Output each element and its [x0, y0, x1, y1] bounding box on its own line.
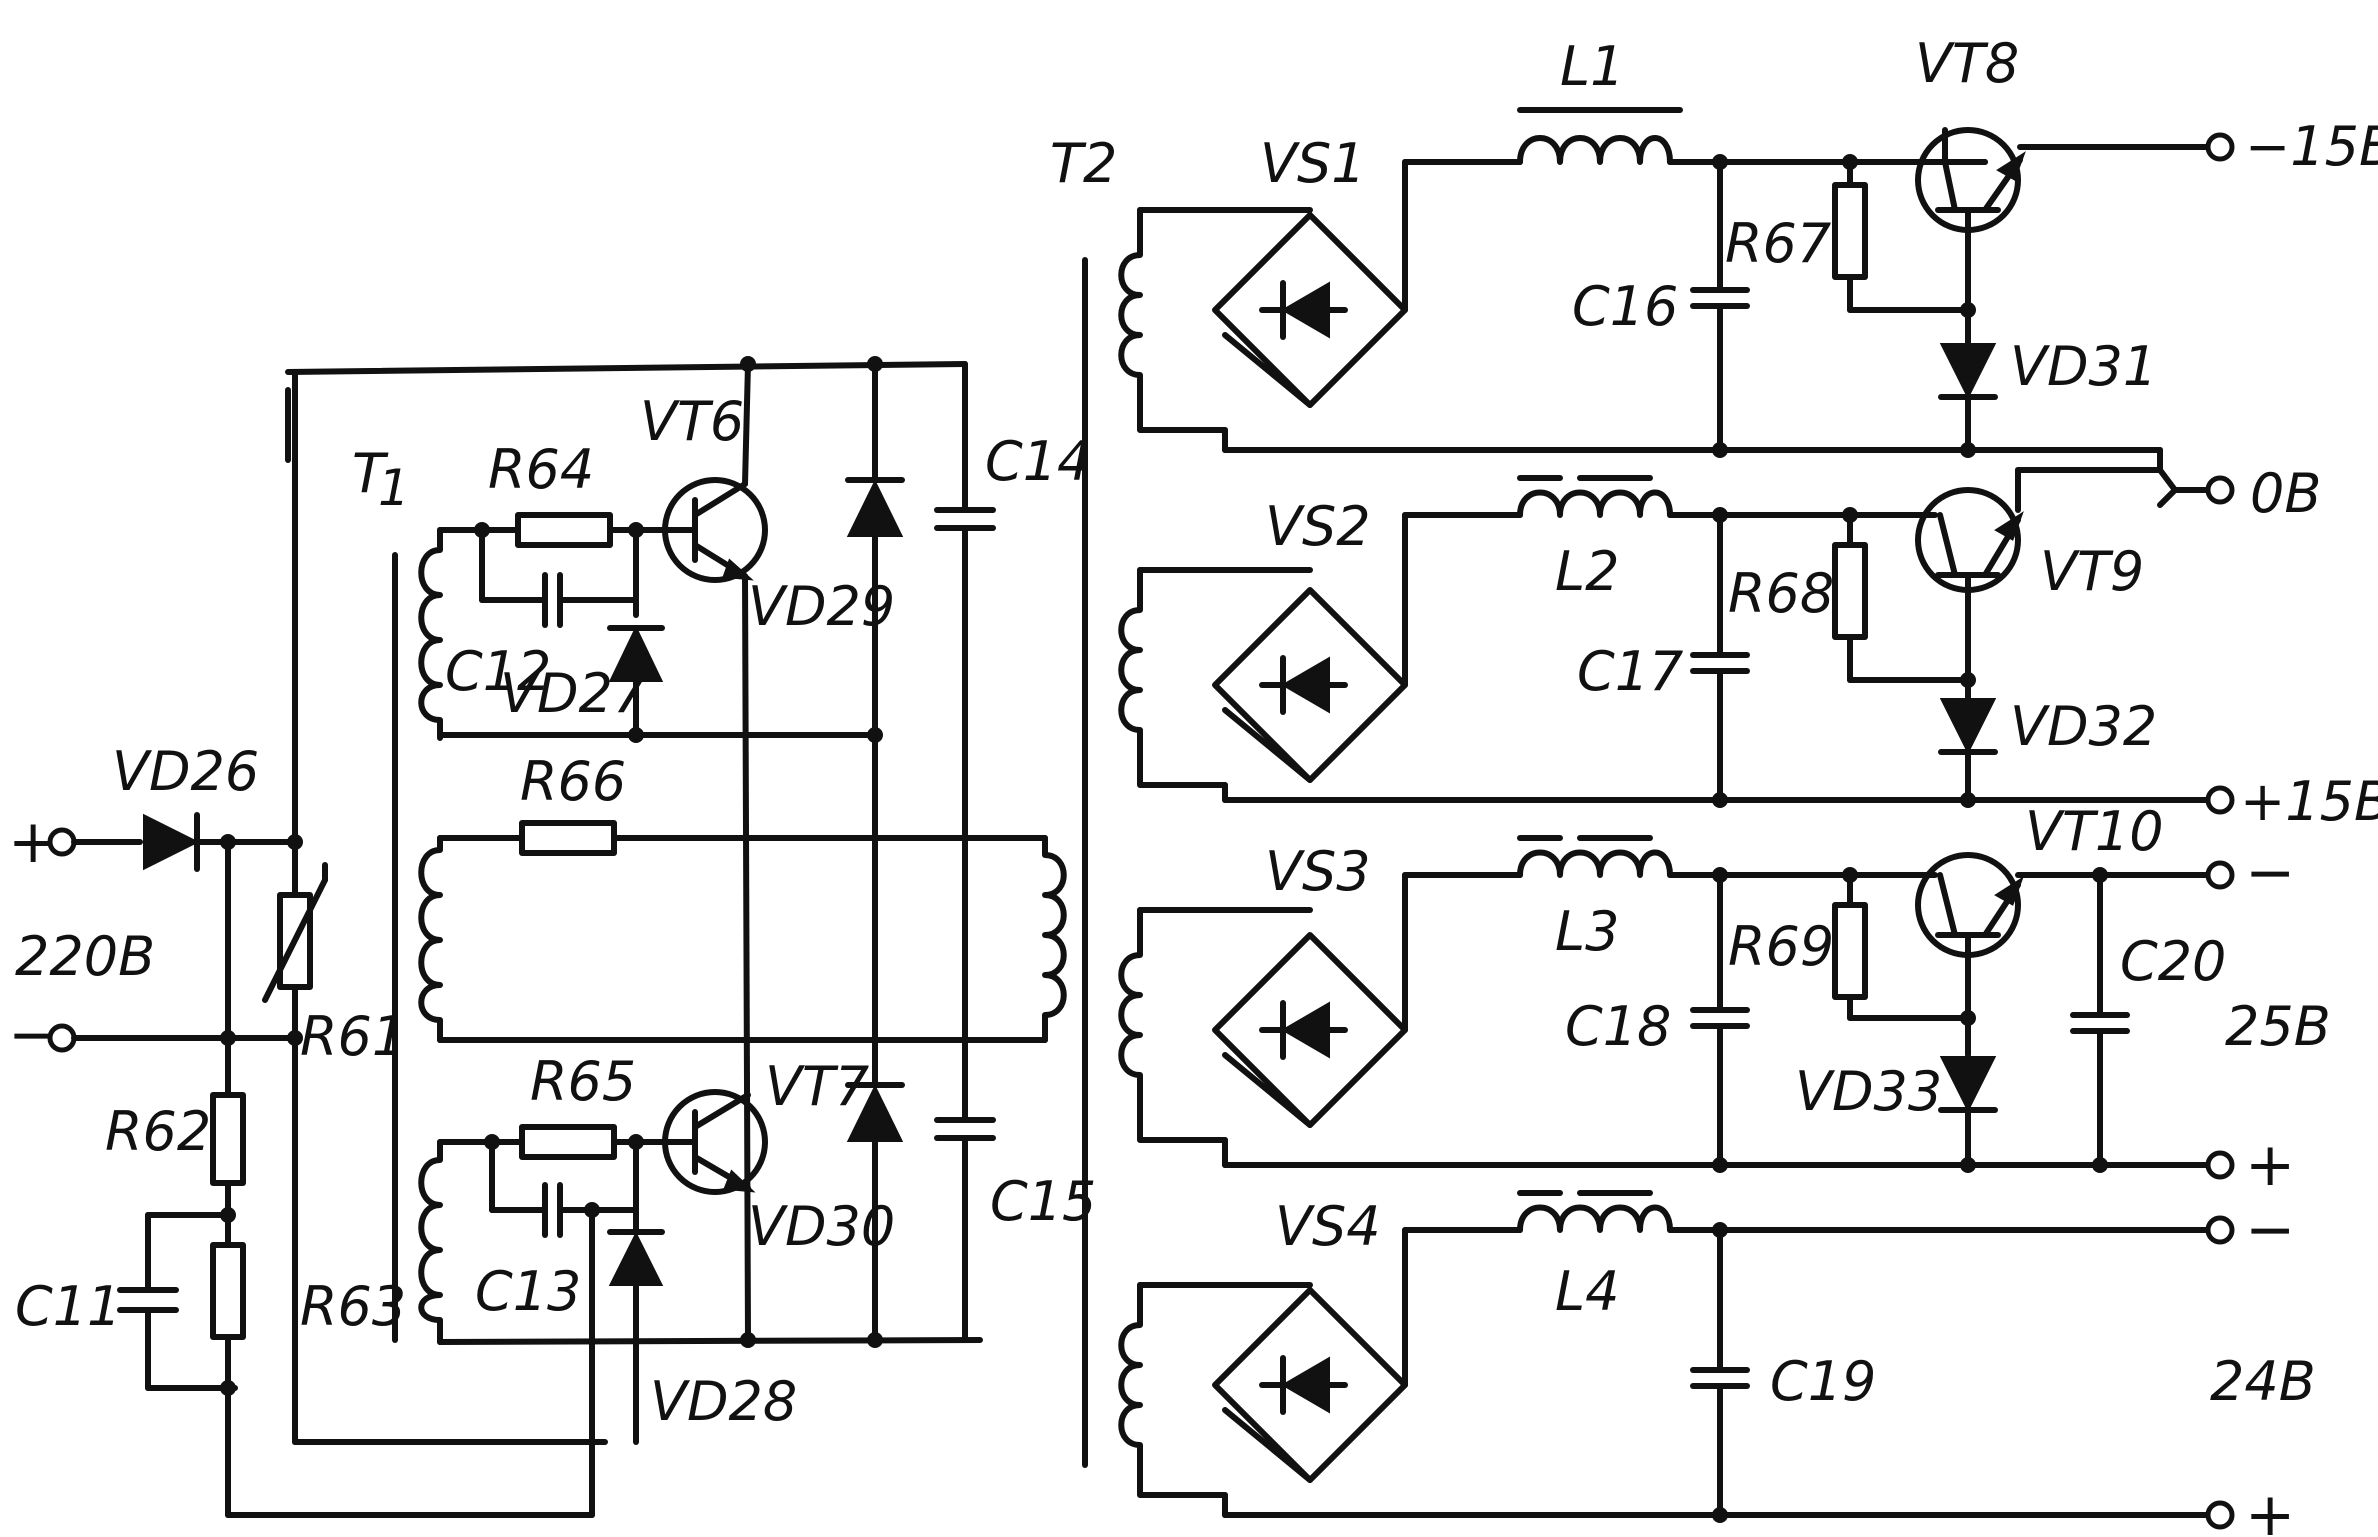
label-c15: C15: [990, 1170, 1096, 1233]
t1-winding-upper: [418, 527, 443, 741]
r67-resistor: [1832, 182, 1868, 280]
label-vs4: VS4: [1275, 1195, 1381, 1258]
label-r67: R67: [1725, 212, 1831, 275]
label-vd33: VD33: [1795, 1060, 1942, 1123]
label-vd29: VD29: [748, 575, 895, 638]
input-section: [47, 361, 968, 1518]
r66-resistor: [519, 820, 617, 856]
r63-resistor: [210, 1242, 246, 1340]
l4-inductor: [1517, 1204, 1673, 1233]
label-r66: R66: [520, 750, 626, 813]
r62-resistor: [210, 1092, 246, 1186]
channel-2: [1118, 467, 2235, 815]
r68-resistor: [1832, 542, 1868, 640]
label-c11: C11: [15, 1275, 121, 1338]
channel-1: [1118, 107, 2235, 508]
t2-winding-4: [1118, 1282, 1228, 1498]
label-t2: T2: [1050, 132, 1117, 195]
label-c17: C17: [1577, 640, 1683, 703]
label-t1: T: [352, 442, 389, 505]
label-in-minus: −: [8, 1000, 58, 1070]
label-l4: L4: [1555, 1260, 1619, 1323]
label-r62: R62: [105, 1100, 211, 1163]
label-vs2: VS2: [1265, 495, 1371, 558]
vd31-diode: [1939, 343, 1997, 400]
t1-winding-right: [1042, 835, 1067, 1043]
label-l2: L2: [1555, 540, 1619, 603]
t1-winding-middle: [418, 835, 443, 1043]
label-vd32: VD32: [2010, 695, 2157, 758]
component-labels: T 1 T2 R61 R62 R63 C11 R64 R65 R66 C12 V…: [15, 32, 2226, 1433]
label-r65: R65: [530, 1050, 636, 1113]
label-vt8: VT8: [1915, 32, 2019, 95]
vd32-diode: [1939, 698, 1997, 755]
label-vd28: VD28: [650, 1370, 797, 1433]
r69-resistor: [1832, 902, 1868, 1000]
label-vt10: VT10: [2025, 800, 2164, 863]
label-r68: R68: [1728, 562, 1834, 625]
label-vd30: VD30: [748, 1195, 895, 1258]
vd33-diode: [1939, 1056, 1997, 1113]
terminal-out3-minus: [2205, 860, 2235, 890]
label-out1: −15В: [2245, 115, 2378, 178]
label-c19: C19: [1770, 1350, 1876, 1413]
l1-inductor: [1517, 135, 1673, 165]
label-vt6: VT6: [640, 390, 744, 453]
label-c20: C20: [2120, 930, 2226, 993]
channel-4: [1118, 1190, 2235, 1530]
terminal-out2: [2205, 785, 2235, 815]
label-out4-minus: −: [2245, 1195, 2295, 1265]
label-vd31: VD31: [2010, 335, 2157, 398]
terminal-out3-plus: [2205, 1150, 2235, 1180]
terminal-labels: + − 220В −15В 0В +15В − + 25В − + 24В: [8, 115, 2378, 1537]
t1-winding-lower: [418, 1139, 443, 1345]
label-out3-minus: −: [2245, 838, 2295, 908]
terminal-out4-minus: [2205, 1215, 2235, 1245]
t2-winding-3: [1118, 907, 1228, 1143]
label-l1: L1: [1560, 35, 1624, 98]
label-c12: C12: [445, 640, 551, 703]
vd26-diode: [143, 813, 200, 871]
terminal-out4-plus: [2205, 1500, 2235, 1530]
label-out4-voltage: 24В: [2210, 1350, 2316, 1413]
label-out2: +15В: [2240, 770, 2378, 833]
label-vs3: VS3: [1265, 840, 1371, 903]
label-vd26: VD26: [112, 740, 259, 803]
label-c16: C16: [1572, 275, 1678, 338]
label-vs1: VS1: [1260, 132, 1366, 195]
label-c14: C14: [985, 430, 1091, 493]
label-c13: C13: [475, 1260, 581, 1323]
label-r69: R69: [1728, 915, 1834, 978]
channel-3: [1118, 835, 2235, 1180]
label-in-plus: +: [8, 807, 58, 877]
r65-resistor: [519, 1124, 617, 1160]
inverter-section: [392, 356, 1067, 1518]
label-out4-plus: +: [2245, 1480, 2295, 1537]
vd29-diode: [846, 479, 904, 537]
label-r64: R64: [488, 438, 594, 501]
label-in-voltage: 220В: [15, 925, 155, 988]
vd28-diode: [608, 1231, 664, 1286]
label-vd27: VD27: [500, 662, 647, 725]
t2-winding-1: [1118, 207, 1228, 433]
label-out3-voltage: 25В: [2225, 995, 2331, 1058]
l3-inductor: [1517, 849, 1673, 878]
r64-resistor: [515, 512, 613, 548]
label-vt9: VT9: [2040, 540, 2144, 603]
terminal-out-zero: [2205, 475, 2235, 505]
l2-inductor: [1517, 489, 1673, 518]
label-r63: R63: [300, 1275, 406, 1338]
t2-winding-2: [1118, 567, 1228, 788]
terminal-out1: [2205, 132, 2235, 162]
label-r61: R61: [300, 1005, 406, 1068]
label-c18: C18: [1565, 995, 1671, 1058]
label-out3-plus: +: [2245, 1130, 2295, 1200]
label-l3: L3: [1555, 900, 1619, 963]
label-vt7: VT7: [765, 1055, 869, 1118]
label-out-zero: 0В: [2250, 462, 2321, 525]
label-t1-sub: 1: [378, 459, 410, 517]
